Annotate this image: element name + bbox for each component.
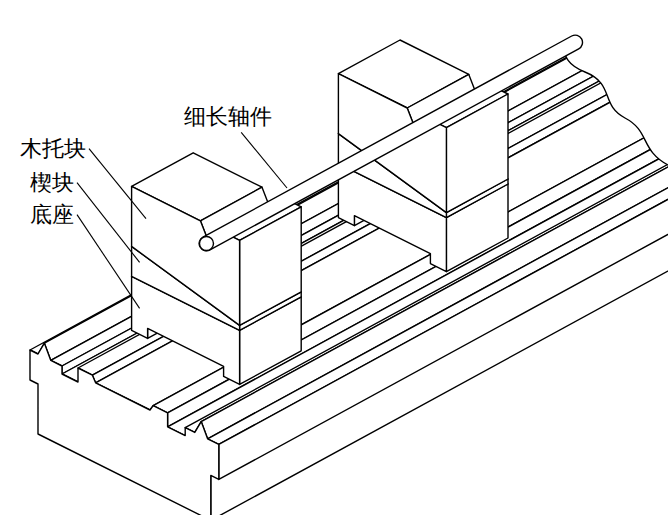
shaft-body xyxy=(206,42,575,243)
lathe-bed xyxy=(30,0,668,515)
part-label: 底座 xyxy=(30,202,74,227)
part-label: 楔块 xyxy=(30,170,74,195)
label-anchor: 木托块 xyxy=(20,136,86,161)
lathe-bed-front xyxy=(30,343,219,515)
part-label: 细长轴件 xyxy=(184,104,272,129)
lathe-bed xyxy=(30,0,668,515)
label-anchor: 楔块 xyxy=(30,170,74,195)
front-support xyxy=(132,153,302,385)
shaft-outline xyxy=(206,42,575,243)
wood-support-block-front xyxy=(132,186,240,325)
slender-shaft xyxy=(199,42,575,250)
leader-line xyxy=(241,132,287,188)
lathe-bed-face xyxy=(208,7,668,445)
leader-lines xyxy=(77,132,287,308)
part-label: 木托块 xyxy=(20,136,86,161)
leader-line xyxy=(77,183,140,263)
label-anchor: 细长轴件 xyxy=(184,104,272,129)
shaft-end xyxy=(199,237,213,251)
label-anchor: 底座 xyxy=(30,202,74,227)
leader-line xyxy=(77,215,140,309)
lathe-bed-face xyxy=(219,12,668,479)
